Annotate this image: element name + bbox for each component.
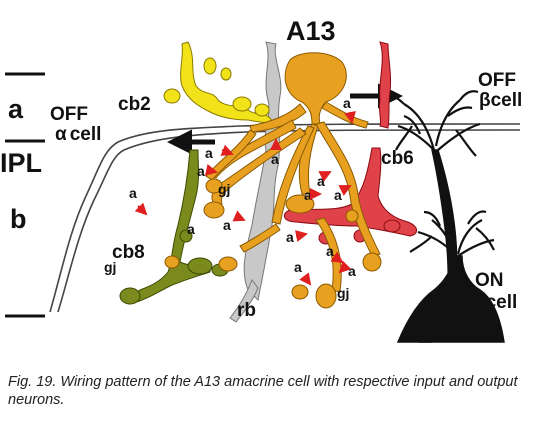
synapse-a-3: a bbox=[205, 144, 234, 161]
off-beta-label: OFF βcell bbox=[478, 70, 522, 111]
layer-a-label: a bbox=[8, 94, 24, 124]
figure-caption: Fig. 19. Wiring pattern of the A13 amacr… bbox=[8, 374, 518, 408]
synapse-a-12: a bbox=[294, 259, 312, 286]
gj-label-1: gj bbox=[218, 181, 230, 197]
gj-label-2: gj bbox=[104, 259, 116, 275]
svg-text:a: a bbox=[343, 95, 351, 111]
svg-text:a: a bbox=[294, 259, 302, 275]
synapse-a-11: a bbox=[286, 229, 308, 245]
synapse-a-4: a bbox=[197, 163, 218, 179]
on-beta-label: ON βcell bbox=[474, 270, 517, 313]
synapse-a-1: a bbox=[343, 95, 356, 124]
svg-text:a: a bbox=[187, 221, 195, 237]
gj-label-3: gj bbox=[337, 285, 349, 301]
svg-text:a: a bbox=[197, 163, 205, 179]
ipl-label: IPL bbox=[0, 148, 42, 178]
svg-text:βcell: βcell bbox=[479, 90, 522, 111]
svg-text:OFF: OFF bbox=[50, 104, 88, 125]
cb2-label: cb2 bbox=[118, 94, 151, 115]
cb8-cell bbox=[119, 149, 229, 305]
synapse-a-6: a bbox=[223, 210, 246, 233]
svg-text:a: a bbox=[223, 217, 231, 233]
svg-text:a: a bbox=[271, 151, 279, 167]
cb6-label: cb6 bbox=[381, 148, 414, 169]
synapse-a-14: a bbox=[338, 260, 356, 279]
svg-text:ON: ON bbox=[475, 270, 504, 291]
svg-text:a: a bbox=[286, 229, 294, 245]
cb8-label: cb8 bbox=[112, 242, 145, 263]
synapse-a-5: a bbox=[129, 185, 148, 216]
off-alpha-ganglion-cell bbox=[49, 123, 521, 313]
rb-label: rb bbox=[237, 300, 256, 321]
a13-title: A13 bbox=[286, 16, 336, 46]
synapse-a-9: a bbox=[334, 185, 352, 203]
synapse-a-8: a bbox=[317, 171, 332, 189]
svg-text:a: a bbox=[348, 263, 356, 279]
synapse-a-7: a bbox=[187, 221, 195, 237]
svg-text:a: a bbox=[304, 187, 312, 203]
rb-cell bbox=[229, 41, 282, 323]
synapse-a-2: a bbox=[270, 138, 282, 167]
svg-text:a: a bbox=[129, 185, 137, 201]
svg-text:OFF: OFF bbox=[478, 70, 516, 91]
svg-text:a: a bbox=[205, 145, 213, 161]
synapse-a-10: a bbox=[304, 187, 322, 203]
layer-b-label: b bbox=[10, 204, 27, 234]
on-beta-ganglion-cell bbox=[396, 210, 505, 343]
svg-text:a: a bbox=[334, 187, 342, 203]
svg-text:βcell: βcell bbox=[474, 292, 517, 313]
ipl-layer-markers bbox=[5, 72, 45, 318]
a13-amacrine-cell bbox=[164, 52, 382, 309]
synapse-markers: a a a a a a a a a a a a a a bbox=[129, 95, 356, 286]
cb2-cell bbox=[163, 41, 276, 125]
svg-text:a: a bbox=[326, 243, 334, 259]
